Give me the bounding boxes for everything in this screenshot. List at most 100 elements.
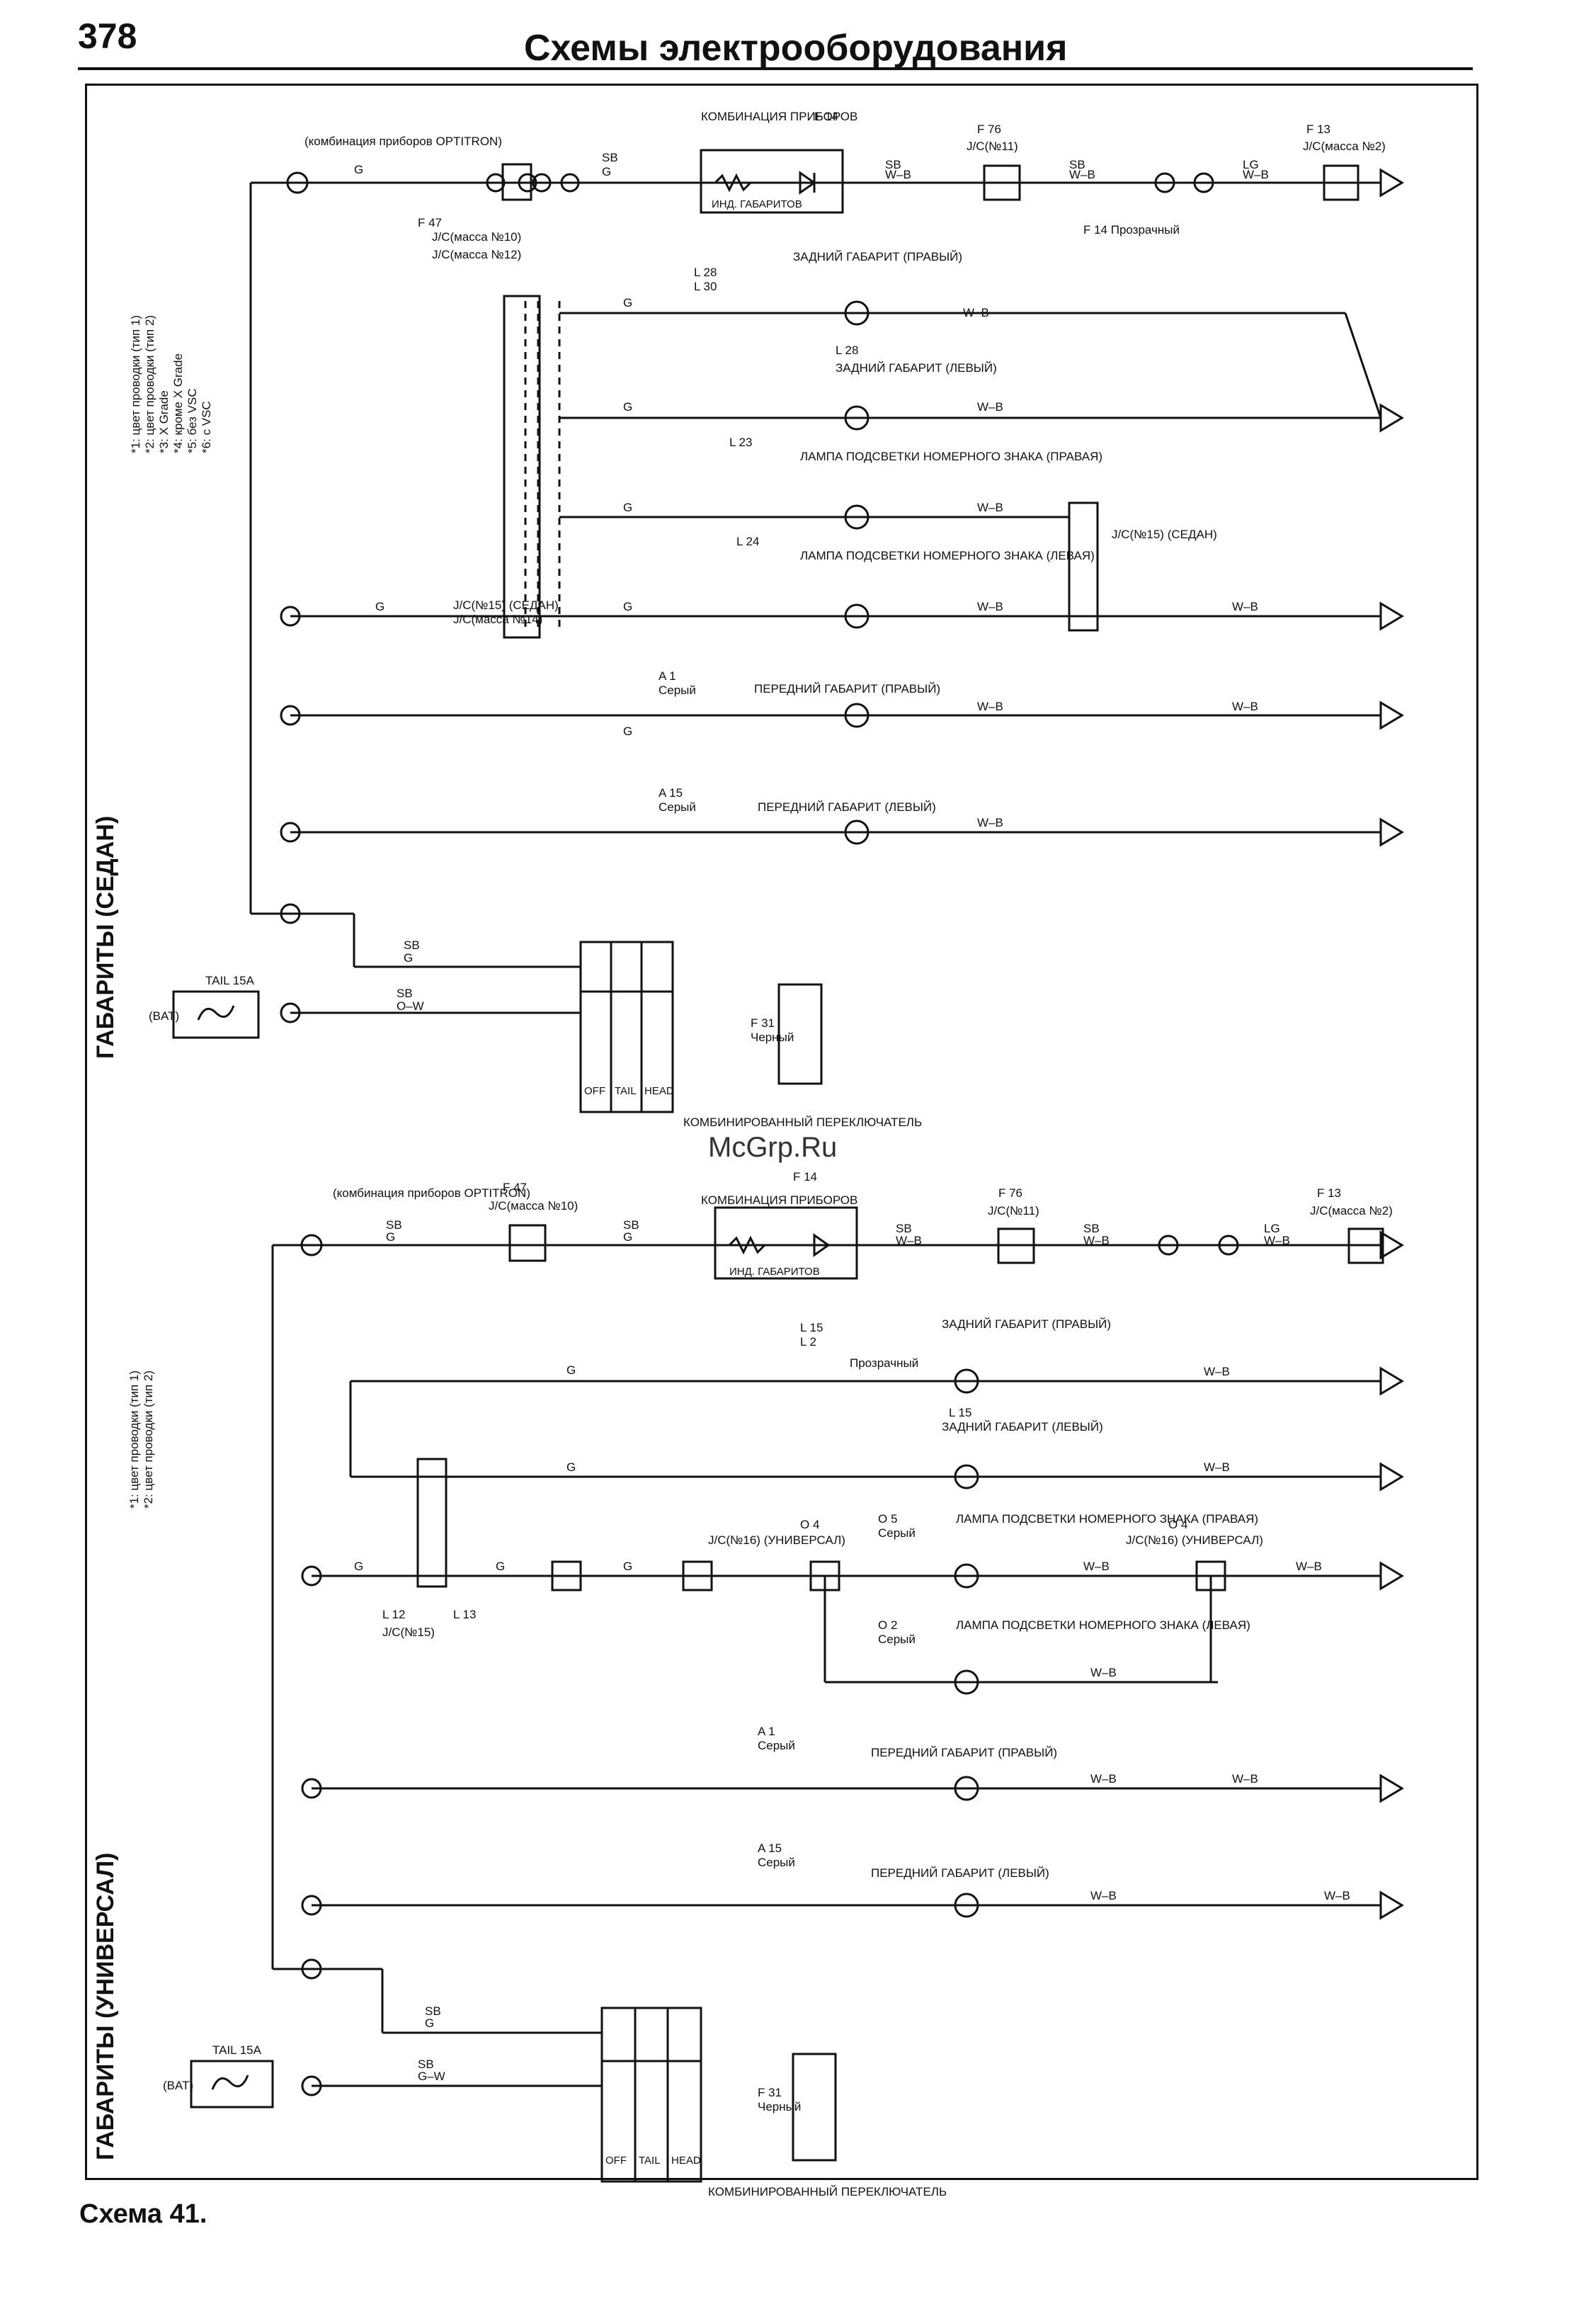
lamp-rear-left-wagon-icon bbox=[954, 1464, 979, 1489]
connector-la2 bbox=[551, 1560, 582, 1591]
lamp-plate-right-icon bbox=[844, 504, 870, 530]
label-f14-wagon: F 14 bbox=[793, 1170, 817, 1184]
wire-color-wb-wpl: W–B bbox=[1090, 1666, 1117, 1679]
wire-color-lg-w: LG bbox=[1264, 1222, 1280, 1235]
wire-color-wb-pl2: W–B bbox=[1232, 600, 1258, 613]
label-rear-right-wagon: ЗАДНИЙ ГАБАРИТ (ПРАВЫЙ) bbox=[942, 1317, 1111, 1331]
wire-color-sb-sw: SB bbox=[404, 938, 420, 952]
wire-color-wb-wfr2: W–B bbox=[1232, 1772, 1258, 1786]
wire-color-wb-wfl2: W–B bbox=[1324, 1889, 1350, 1902]
connector-3b bbox=[280, 903, 301, 924]
label-a1-sedan: A 1 bbox=[659, 669, 676, 683]
lamp-rear-right-icon bbox=[844, 300, 870, 326]
wire-color-sb-w: SB bbox=[386, 1218, 402, 1232]
wire-color-gw: G–W bbox=[418, 2070, 445, 2083]
wire-color-wb-fl: W–B bbox=[977, 816, 1003, 829]
label-f31-wagon: F 31 bbox=[758, 2086, 782, 2099]
switch-pos-head-sedan: HEAD bbox=[644, 1085, 674, 1097]
cluster-box-wagon bbox=[714, 1206, 858, 1280]
lamp-plate-left-wagon-icon bbox=[954, 1669, 979, 1695]
jc-mass10-wagon bbox=[508, 1224, 547, 1262]
connector-16-wagon bbox=[301, 1778, 322, 1799]
wire-color-g-sw: G bbox=[404, 951, 413, 965]
label-jc-mass10-sedan: J/C(масса №10) bbox=[432, 230, 521, 244]
jc-mass2-box bbox=[1323, 164, 1360, 201]
wire-color-wb-pr: W–B bbox=[977, 501, 1003, 514]
label-f31-sedan: F 31 bbox=[751, 1016, 775, 1030]
label-plate-right-wagon: ЛАМПА ПОДСВЕТКИ НОМЕРНОГО ЗНАКА (ПРАВАЯ) bbox=[956, 1512, 1258, 1526]
label-f14-transparent: F 14 Прозрачный bbox=[1083, 223, 1180, 237]
label-gray-o2: Серый bbox=[878, 1633, 916, 1646]
label-l15: L 15 bbox=[800, 1321, 823, 1334]
label-ind-sedan: ИНД. ГАБАРИТОВ bbox=[712, 198, 802, 210]
label-o5: O 5 bbox=[878, 1512, 897, 1526]
label-cluster-wagon: КОМБИНАЦИЯ ПРИБОРОВ bbox=[701, 1193, 857, 1207]
jc15-sedan-block bbox=[503, 295, 541, 639]
wire-color-sb-2: SB bbox=[885, 158, 901, 171]
wire-color-g2: G bbox=[602, 165, 611, 178]
label-l23: L 23 bbox=[729, 436, 752, 449]
label-jc-mass2-wagon: J/C(масса №2) bbox=[1310, 1204, 1393, 1218]
page-number: 378 bbox=[78, 16, 137, 56]
connector-16 bbox=[280, 705, 301, 726]
wire-color-g-rl: G bbox=[623, 400, 632, 414]
label-jc-mass14: J/C(масса №14) bbox=[453, 613, 542, 626]
lamp-plate-right-wagon-icon bbox=[954, 1563, 979, 1589]
label-rear-left-wagon: ЗАДНИЙ ГАБАРИТ (ЛЕВЫЙ) bbox=[942, 1420, 1103, 1434]
wire-color-wb-w1: W–B bbox=[896, 1234, 922, 1247]
resistor-symbol bbox=[714, 173, 752, 193]
label-jc15-sedan-left: J/C(№15) (СЕДАН) bbox=[453, 598, 559, 612]
switch-pos-tail-sedan: TAIL bbox=[615, 1085, 637, 1097]
wire-color-sb-bat: SB bbox=[397, 987, 413, 1000]
label-transparent-wagon: Прозрачный bbox=[850, 1356, 918, 1370]
resistor-symbol-wagon bbox=[728, 1235, 766, 1255]
label-a1-wagon: A 1 bbox=[758, 1725, 775, 1738]
label-plate-left-sedan: ЛАМПА ПОДСВЕТКИ НОМЕРНОГО ЗНАКА (ЛЕВАЯ) bbox=[800, 549, 1095, 562]
wire-color-g: G bbox=[354, 163, 363, 176]
label-fuse-sedan: TAIL 15A bbox=[205, 974, 255, 987]
connector-1 bbox=[280, 606, 301, 627]
label-front-left-wagon: ПЕРЕДНИЙ ГАБАРИТ (ЛЕВЫЙ) bbox=[871, 1866, 1049, 1880]
wire-color-wb-wfr: W–B bbox=[1090, 1772, 1117, 1786]
connector-3b-wagon bbox=[301, 1958, 322, 1980]
label-l13: L 13 bbox=[453, 1608, 476, 1621]
label-front-left-sedan: ПЕРЕДНИЙ ГАБАРИТ (ЛЕВЫЙ) bbox=[758, 800, 936, 814]
label-l28-b: L 28 bbox=[836, 344, 858, 357]
label-combo-switch-wagon: КОМБИНИРОВАННЫЙ ПЕРЕКЛЮЧАТЕЛЬ bbox=[708, 2185, 947, 2198]
label-gray-a1-wagon: Серый bbox=[758, 1739, 795, 1752]
connector-7 bbox=[1154, 172, 1175, 193]
connector-2 bbox=[280, 822, 301, 843]
label-f76-sedan: F 76 bbox=[977, 123, 1001, 136]
label-jc11-sedan: J/C(№11) bbox=[967, 140, 1018, 153]
wire-color-lg: LG bbox=[1243, 158, 1259, 171]
label-f13-wagon: F 13 bbox=[1317, 1186, 1341, 1200]
label-f14-sedan: F 14 bbox=[814, 110, 838, 123]
label-l30: L 30 bbox=[694, 280, 717, 293]
label-gray-a1-sedan: Серый bbox=[659, 683, 696, 697]
label-ind-wagon: ИНД. ГАБАРИТОВ bbox=[729, 1266, 820, 1278]
ground-symbols-wagon bbox=[1379, 1230, 1404, 1920]
label-black-wagon: Черный bbox=[758, 2100, 801, 2113]
label-jc11-wagon: J/C(№11) bbox=[988, 1204, 1039, 1218]
connector-f31-wagon bbox=[792, 2053, 837, 2162]
indicator-led-icon bbox=[799, 171, 816, 195]
lamp-front-right-icon bbox=[844, 703, 870, 728]
label-f76-wagon: F 76 bbox=[998, 1186, 1022, 1200]
jc11-box-wagon bbox=[997, 1227, 1035, 1264]
jc-mass10-box bbox=[501, 163, 532, 201]
lamp-plate-left-icon bbox=[844, 603, 870, 629]
wire-color-wb-2: W–B bbox=[1069, 168, 1095, 181]
wire-color-g-w: G bbox=[386, 1230, 395, 1244]
fuse-tail-sedan bbox=[172, 990, 260, 1039]
label-rear-right-sedan: ЗАДНИЙ ГАБАРИТ (ПРАВЫЙ) bbox=[793, 250, 962, 263]
wire-color-g-wsw: G bbox=[425, 2016, 434, 2030]
wire-color-ow: O–W bbox=[397, 999, 424, 1013]
wire-color-wb-wp: W–B bbox=[1083, 1560, 1110, 1573]
cluster-box-sedan bbox=[700, 149, 844, 214]
label-front-right-wagon: ПЕРЕДНИЙ ГАБАРИТ (ПРАВЫЙ) bbox=[871, 1746, 1057, 1759]
label-optitron: (комбинация приборов OPTITRON) bbox=[304, 135, 502, 148]
ground-symbols-sedan bbox=[1379, 168, 1404, 847]
wire-color-sb-wbat: SB bbox=[418, 2058, 434, 2071]
